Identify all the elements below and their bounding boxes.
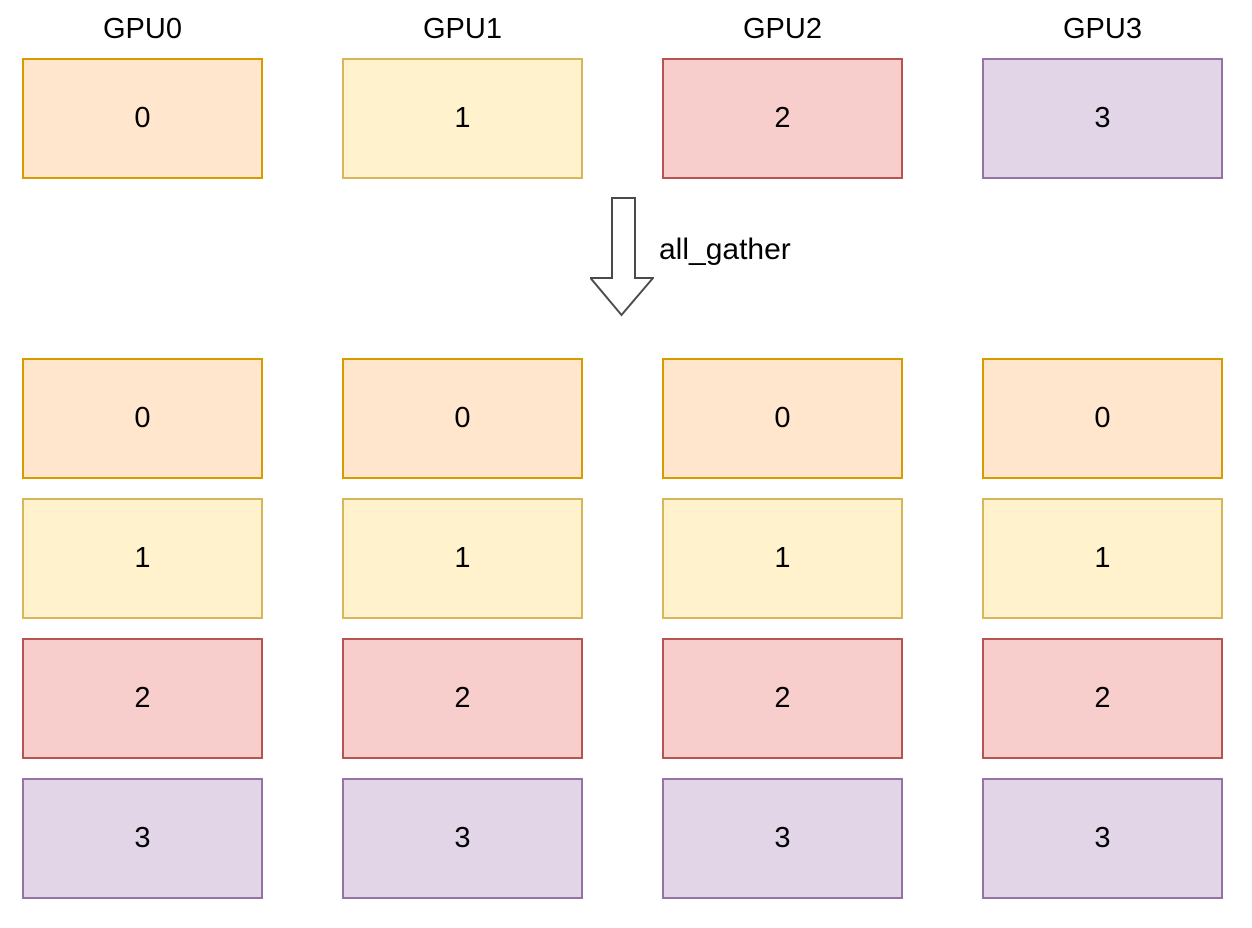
after-gpu2-shard2: 2 (662, 638, 903, 759)
gpu2-header: GPU2 (743, 13, 822, 45)
after-gpu1-shard0: 0 (342, 358, 583, 479)
shard-value: 0 (774, 402, 791, 434)
after-gpu1-shard3: 3 (342, 778, 583, 899)
after-gpu3-shard0: 0 (982, 358, 1223, 479)
before-shard-gpu0: 0 (22, 58, 263, 179)
shard-value: 0 (1094, 402, 1111, 434)
shard-value: 2 (774, 102, 791, 134)
after-gpu3-shard3: 3 (982, 778, 1223, 899)
down-block-arrow-icon (590, 197, 654, 317)
after-gpu0-shard1: 1 (22, 498, 263, 619)
shard-value: 3 (454, 822, 471, 854)
after-gpu2-shard0: 0 (662, 358, 903, 479)
before-shard-gpu3: 3 (982, 58, 1223, 179)
shard-value: 3 (1094, 102, 1111, 134)
shard-value: 0 (134, 102, 151, 134)
after-gpu0-shard0: 0 (22, 358, 263, 479)
before-shard-gpu2: 2 (662, 58, 903, 179)
shard-value: 2 (454, 682, 471, 714)
after-gpu0-shard2: 2 (22, 638, 263, 759)
shard-value: 1 (454, 542, 471, 574)
shard-value: 2 (774, 682, 791, 714)
shard-value: 0 (454, 402, 471, 434)
shard-value: 3 (134, 822, 151, 854)
gpu0-header: GPU0 (103, 13, 182, 45)
after-gpu2-shard1: 1 (662, 498, 903, 619)
shard-value: 1 (1094, 542, 1111, 574)
shard-value: 2 (134, 682, 151, 714)
operation-label: all_gather (659, 233, 791, 266)
shard-value: 1 (134, 542, 151, 574)
before-shard-gpu1: 1 (342, 58, 583, 179)
shard-value: 3 (1094, 822, 1111, 854)
shard-value: 1 (454, 102, 471, 134)
shard-value: 3 (774, 822, 791, 854)
after-gpu2-shard3: 3 (662, 778, 903, 899)
after-gpu3-shard2: 2 (982, 638, 1223, 759)
after-gpu3-shard1: 1 (982, 498, 1223, 619)
after-gpu1-shard1: 1 (342, 498, 583, 619)
shard-value: 1 (774, 542, 791, 574)
shard-value: 2 (1094, 682, 1111, 714)
after-gpu0-shard3: 3 (22, 778, 263, 899)
after-gpu1-shard2: 2 (342, 638, 583, 759)
gpu1-header: GPU1 (423, 13, 502, 45)
gpu3-header: GPU3 (1063, 13, 1142, 45)
shard-value: 0 (134, 402, 151, 434)
